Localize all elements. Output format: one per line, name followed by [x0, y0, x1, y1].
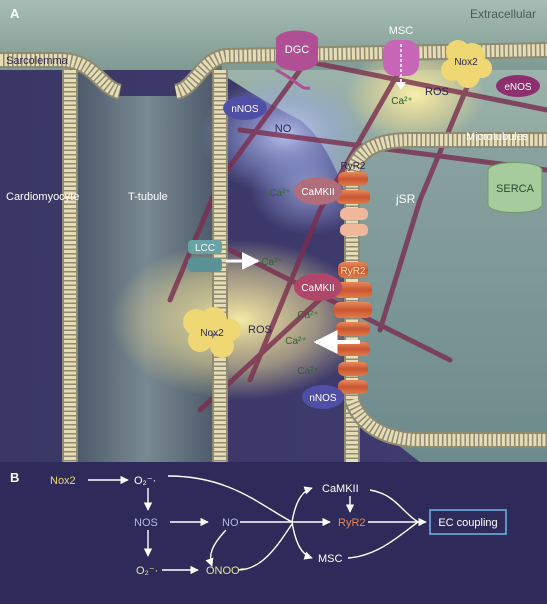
onoo-node: ONOO⁻: [206, 565, 246, 577]
enos-enzyme: [496, 75, 540, 97]
ca-lcc-label: Ca²⁺: [261, 257, 282, 268]
ros-top-label: ROS: [425, 86, 449, 98]
microtubules-label: Microtubules: [466, 131, 529, 143]
nnos-bottom-label: nNOS: [309, 393, 337, 404]
jsr-lumen: [358, 140, 547, 462]
t-tubule-label: T-tubule: [128, 191, 168, 203]
nox2-bottom-label: Nox2: [200, 328, 224, 339]
ryr2-channel-icon: [334, 262, 372, 394]
cardiomyocyte-label: Cardiomyocyte: [6, 191, 79, 203]
camkii-top-label: CaMKII: [301, 187, 334, 198]
ryr2-top-label: RyR2: [340, 161, 365, 172]
camkii-enzyme-mid: [294, 273, 342, 301]
enos-label: eNOS: [504, 82, 532, 93]
dgc-label: DGC: [285, 44, 310, 56]
panel-b: B Nox2 O₂⁻· NOS NO O₂⁻· ONOO⁻: [0, 462, 547, 599]
sarcolemma-label: Sarcolemma: [6, 55, 69, 67]
no-node: NO: [222, 517, 239, 529]
panel-a: A Extracellular Sarcolemma Cardiomyocyte…: [0, 0, 547, 462]
ca-b2-label: Ca²⁺: [285, 336, 306, 347]
nox2-cluster-icon: [441, 40, 492, 88]
ca-mid-label: Ca²⁺: [269, 188, 290, 199]
camkii-enzyme-top: [294, 177, 342, 205]
o2-top-node: O₂⁻·: [134, 475, 156, 487]
ryr2-node: RyR2: [338, 517, 366, 529]
lcc-label: LCC: [195, 243, 215, 254]
nox2-top-label: Nox2: [454, 57, 478, 68]
msc-channel-icon: [383, 40, 419, 90]
pathway-arrows: [88, 475, 427, 575]
ryr2-channel-icon: [336, 172, 370, 236]
ca-b3-label: Ca²⁺: [297, 366, 318, 377]
msc-node: MSC: [318, 553, 343, 565]
lcc-channel-icon: [188, 240, 222, 272]
ca-top-label: Ca²⁺: [391, 96, 412, 107]
camkii-node: CaMKII: [322, 483, 359, 495]
o2-bottom-node: O₂⁻·: [136, 565, 158, 577]
nnos-enzyme-top: [223, 96, 267, 120]
ec-coupling-node: EC coupling: [438, 517, 497, 529]
nnos-enzyme-bottom: [302, 385, 344, 409]
ec-coupling-box: [429, 509, 507, 535]
msc-label: MSC: [389, 25, 414, 37]
camkii-mid-label: CaMKII: [301, 283, 334, 294]
panel-b-letter: B: [10, 470, 19, 485]
dgc-complex: [276, 30, 318, 71]
extracellular-label: Extracellular: [470, 7, 536, 21]
serca-pump-icon: [487, 162, 543, 213]
nox2-node: Nox2: [50, 475, 76, 487]
nox2-cluster-icon: [183, 307, 241, 358]
ca-b1-label: Ca²⁺: [297, 310, 318, 321]
nnos-top-label: nNOS: [231, 104, 259, 115]
nos-node: NOS: [134, 517, 158, 529]
serca-label: SERCA: [496, 183, 535, 195]
ros-bottom-label: ROS: [248, 324, 272, 336]
jsr-label: jSR: [395, 192, 416, 206]
no-label: NO: [275, 123, 292, 135]
panel-a-letter: A: [10, 6, 20, 21]
ryr2-mid-label: RyR2: [340, 266, 365, 277]
